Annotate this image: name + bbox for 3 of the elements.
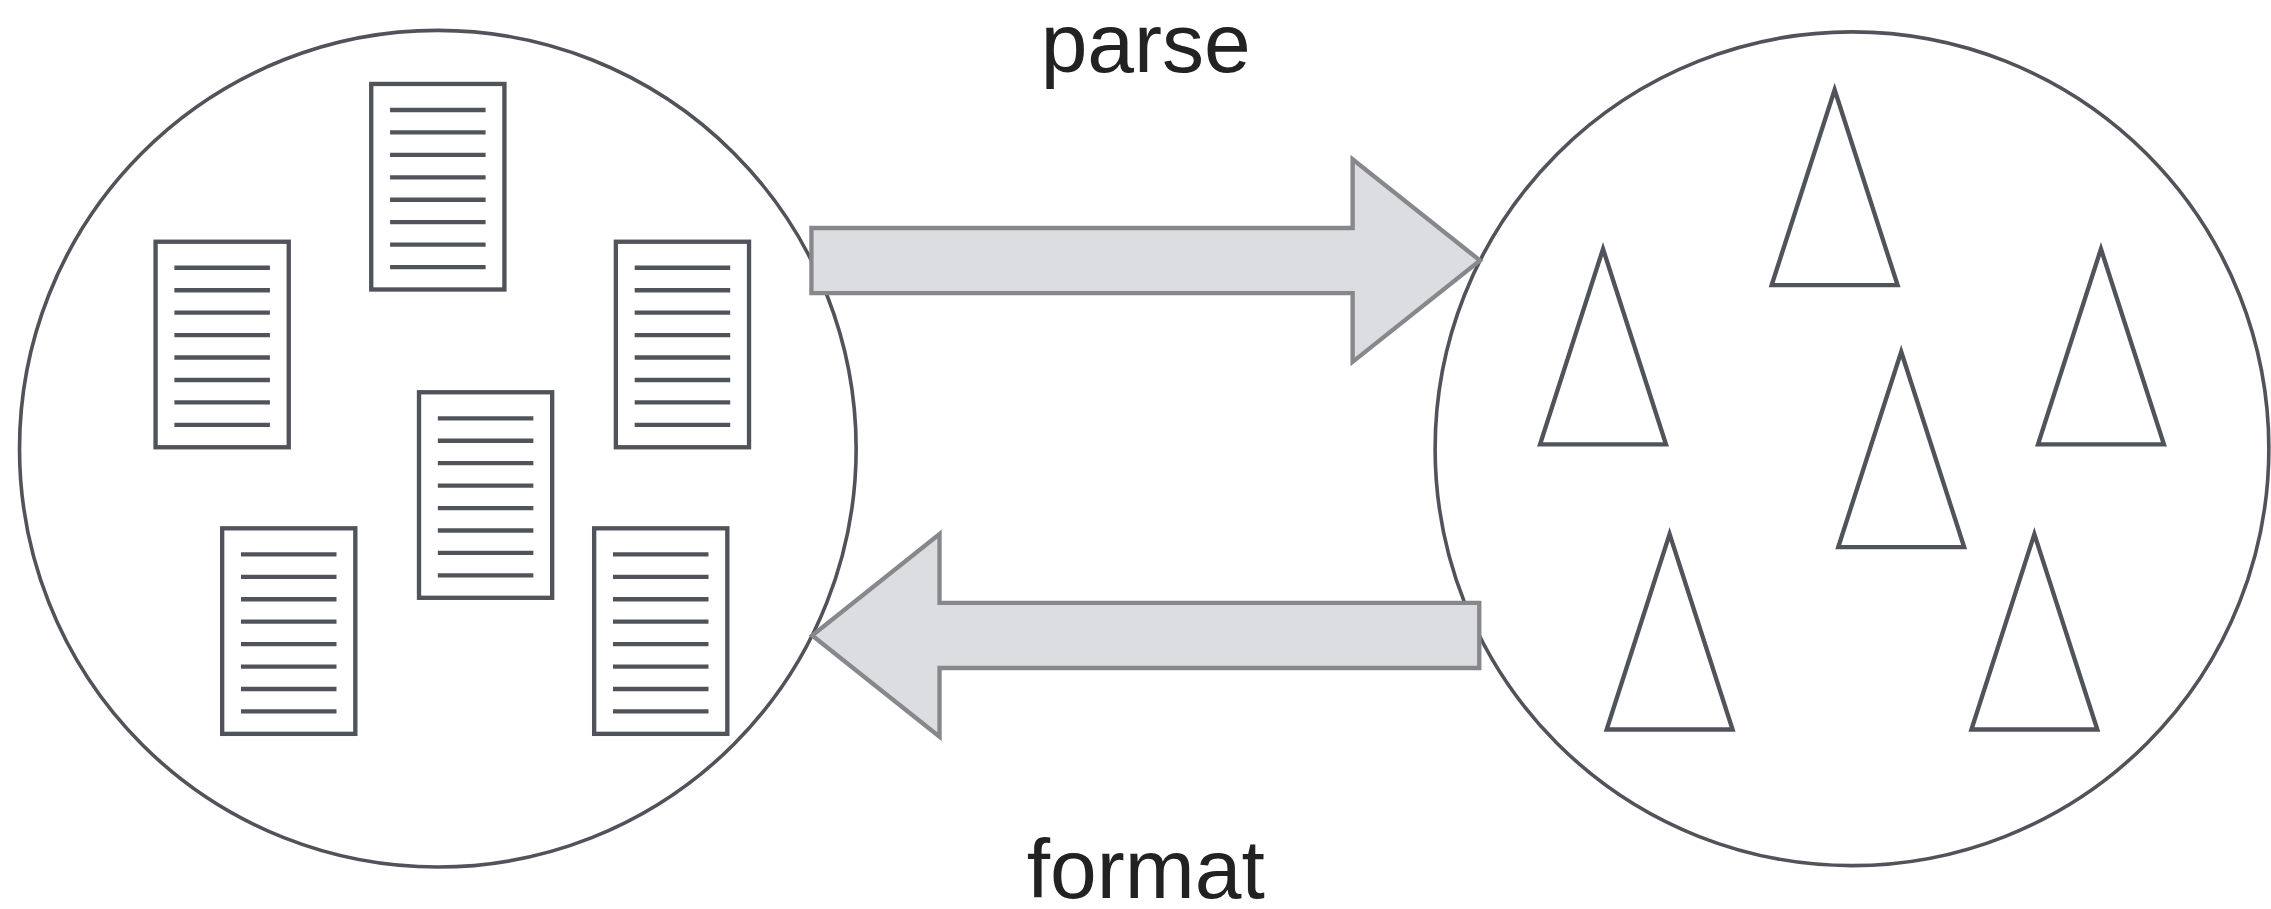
block-arrow: [809, 154, 1484, 367]
edge-label: format: [1026, 827, 1265, 909]
block-arrow: [808, 529, 1482, 742]
